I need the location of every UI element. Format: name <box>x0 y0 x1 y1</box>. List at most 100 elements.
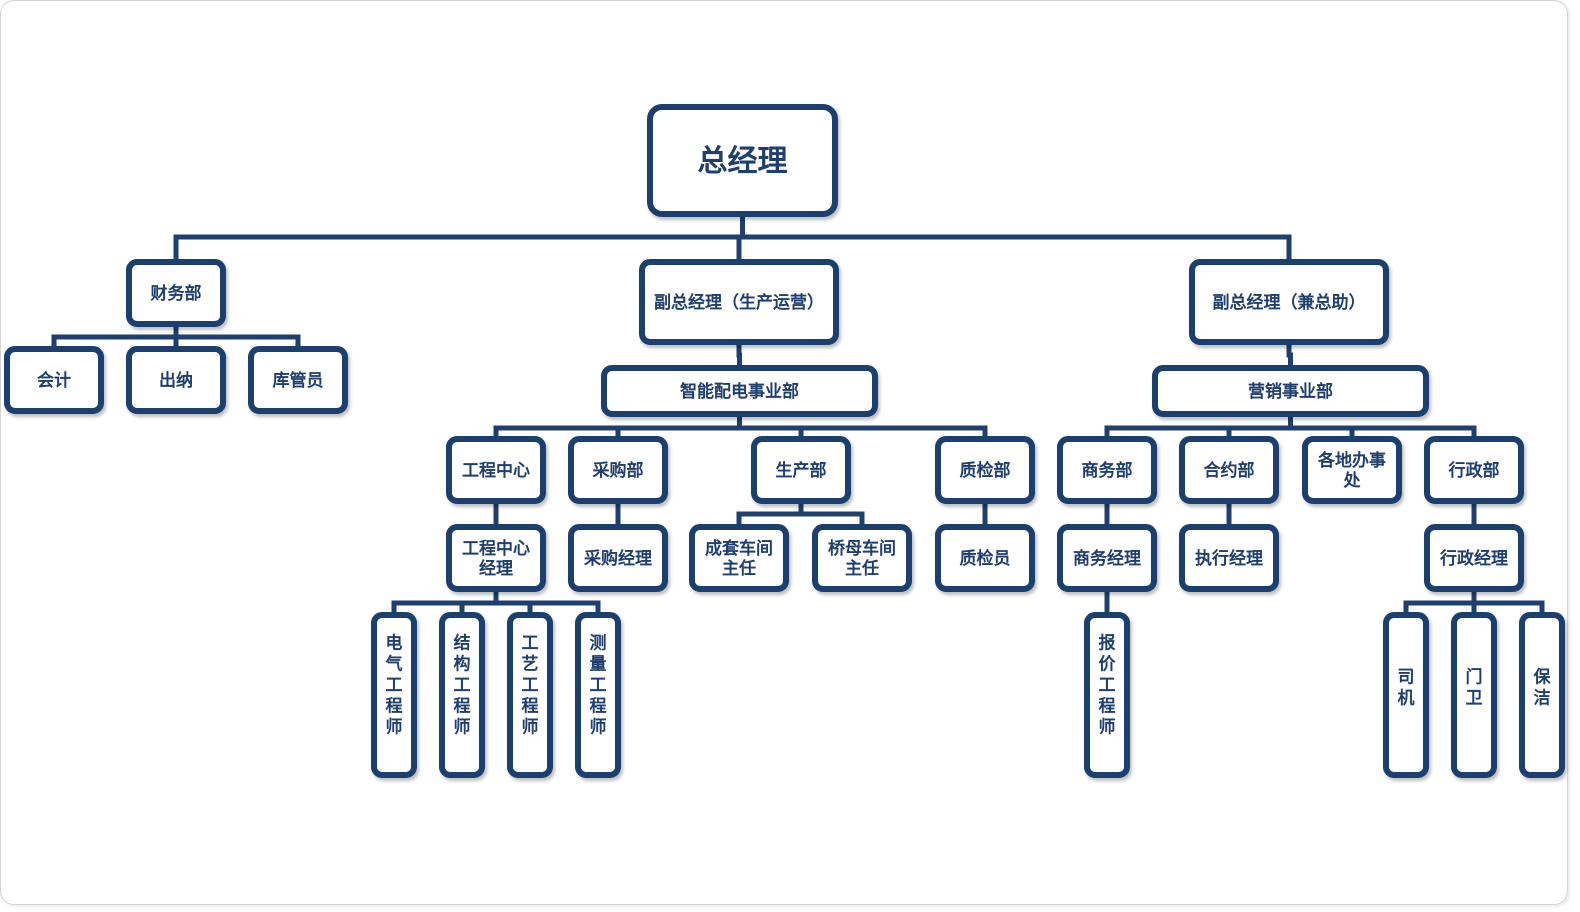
org-node-finance: 财务部 <box>126 259 226 327</box>
node-box <box>126 346 226 414</box>
node-label: 保洁 <box>1533 667 1552 709</box>
node-label: 副总经理（生产运营） <box>654 292 824 313</box>
node-box <box>1519 612 1565 778</box>
node-label: 出纳 <box>159 370 193 391</box>
node-box <box>647 104 838 217</box>
node-label: 智能配电事业部 <box>680 381 799 402</box>
node-box <box>812 524 912 592</box>
org-node-warehouse-keeper: 库管员 <box>248 346 348 414</box>
node-label: 桥母车间主任 <box>828 538 896 579</box>
node-box <box>248 346 348 414</box>
node-box <box>935 436 1035 504</box>
node-label: 工艺工程师 <box>522 634 539 738</box>
org-node-inspector: 质检员 <box>935 524 1035 592</box>
org-node-procurement-manager: 采购经理 <box>568 524 668 592</box>
org-node-survey-engineer: 测量工程师 <box>575 612 621 778</box>
node-box <box>575 612 621 778</box>
node-box <box>371 612 417 778</box>
org-node-contract: 合约部 <box>1179 436 1279 504</box>
node-box <box>1383 612 1429 778</box>
node-label: 工程中心经理 <box>462 538 530 579</box>
node-box <box>1179 524 1279 592</box>
org-node-marketing-division: 营销事业部 <box>1152 365 1429 417</box>
node-label: 商务部 <box>1082 460 1133 481</box>
node-label: 库管员 <box>273 370 324 391</box>
node-label: 总经理 <box>698 144 788 179</box>
org-node-process-engineer: 工艺工程师 <box>507 612 553 778</box>
node-label: 电气工程师 <box>385 633 403 738</box>
node-label: 行政部 <box>1448 460 1500 481</box>
node-label: 营销事业部 <box>1248 381 1333 402</box>
node-label: 采购经理 <box>583 548 652 569</box>
org-node-quotation-engineer: 报价工程师 <box>1084 612 1130 778</box>
org-node-engineering-center-manager: 工程中心经理 <box>446 524 546 592</box>
org-node-local-offices: 各地办事处 <box>1302 436 1402 504</box>
node-box <box>126 259 226 327</box>
node-label: 会计 <box>37 370 71 391</box>
org-node-production: 生产部 <box>751 436 851 504</box>
node-box <box>1057 524 1157 592</box>
node-box <box>1451 612 1497 778</box>
org-node-cleaner: 保洁 <box>1519 612 1565 778</box>
node-box <box>1057 436 1157 504</box>
node-label: 结构工程师 <box>454 633 471 738</box>
node-box <box>446 524 546 592</box>
node-label: 质检员 <box>960 548 1011 569</box>
node-label: 各地办事处 <box>1317 450 1386 491</box>
node-box <box>1424 436 1524 504</box>
node-label: 生产部 <box>776 460 827 481</box>
org-node-quality: 质检部 <box>935 436 1035 504</box>
node-box <box>751 436 851 504</box>
org-node-accountant: 会计 <box>4 346 104 414</box>
node-label: 成套车间主任 <box>705 538 773 579</box>
node-box <box>1189 259 1389 345</box>
org-node-cashier: 出纳 <box>126 346 226 414</box>
org-node-vp-assistant: 副总经理（兼总助） <box>1189 259 1389 345</box>
connectors <box>51 211 1545 618</box>
node-label: 商务经理 <box>1073 548 1141 569</box>
org-node-business: 商务部 <box>1057 436 1157 504</box>
node-label: 测量工程师 <box>590 633 607 738</box>
node-label: 司机 <box>1398 668 1415 709</box>
node-label: 工程中心 <box>462 460 530 481</box>
node-box <box>568 436 668 504</box>
node-box <box>446 436 546 504</box>
org-node-driver: 司机 <box>1383 612 1429 778</box>
node-label: 执行经理 <box>1195 548 1263 569</box>
org-node-executive-manager: 执行经理 <box>1179 524 1279 592</box>
node-box <box>1179 436 1279 504</box>
node-box <box>601 365 878 417</box>
org-node-electrical-engineer: 电气工程师 <box>371 612 417 778</box>
node-box <box>439 612 485 778</box>
node-box <box>689 524 789 592</box>
node-box <box>639 259 839 345</box>
node-box <box>1152 365 1429 417</box>
org-node-engineering-center: 工程中心 <box>446 436 546 504</box>
node-label: 采购部 <box>592 460 644 481</box>
org-node-gm: 总经理 <box>647 104 838 217</box>
org-node-doorman: 门卫 <box>1451 612 1497 778</box>
node-label: 财务部 <box>150 283 202 304</box>
node-label: 质检部 <box>960 460 1011 481</box>
org-node-vp-production: 副总经理（生产运营） <box>639 259 839 345</box>
node-label: 门卫 <box>1466 667 1483 709</box>
org-node-admin-manager: 行政经理 <box>1424 524 1524 592</box>
node-box <box>568 524 668 592</box>
node-box <box>4 346 104 414</box>
org-node-structural-engineer: 结构工程师 <box>439 612 485 778</box>
org-node-business-manager: 商务经理 <box>1057 524 1157 592</box>
org-node-smart-power-division: 智能配电事业部 <box>601 365 878 417</box>
node-label: 副总经理（兼总助） <box>1213 292 1366 313</box>
node-box <box>1084 612 1130 778</box>
node-box <box>507 612 553 778</box>
node-box <box>1302 436 1402 504</box>
org-node-busbar-workshop-director: 桥母车间主任 <box>812 524 912 592</box>
node-label: 报价工程师 <box>1099 633 1117 738</box>
node-label: 行政经理 <box>1439 548 1508 569</box>
node-box <box>935 524 1035 592</box>
node-box <box>1424 524 1524 592</box>
org-node-administration: 行政部 <box>1424 436 1524 504</box>
org-node-procurement: 采购部 <box>568 436 668 504</box>
